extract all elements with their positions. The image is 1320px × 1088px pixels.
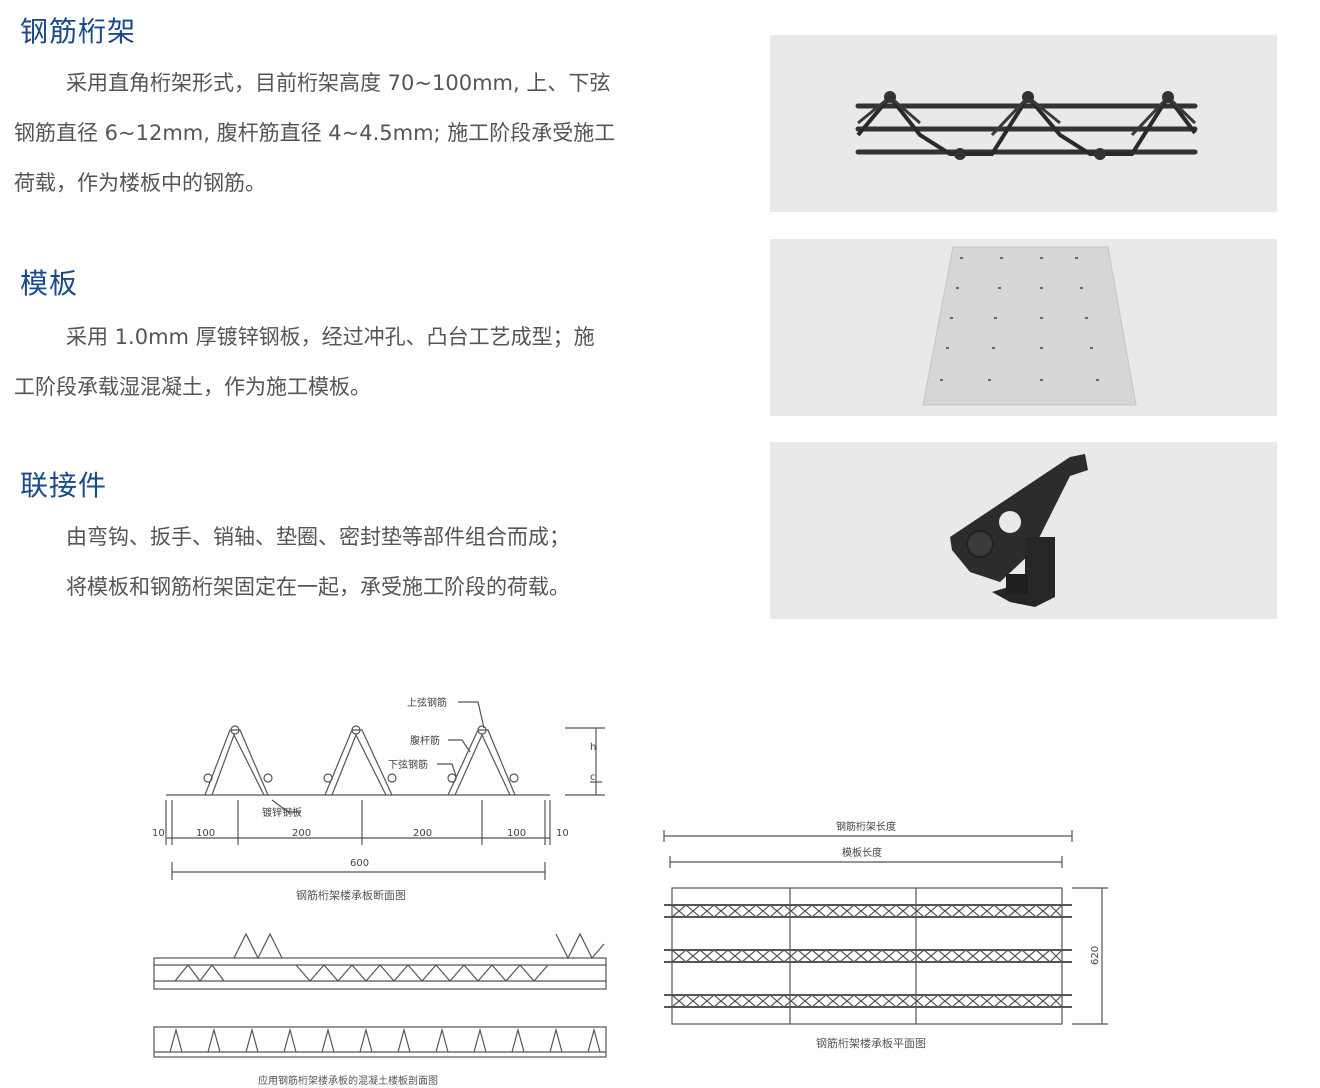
section-title-connector: 联接件 <box>20 469 108 502</box>
section-title-truss: 钢筋桁架 <box>20 15 137 48</box>
drawing-plan-view: 钢筋桁架长度 模板长度 620 钢筋桁架楼承板平面图 <box>663 820 1108 1050</box>
text-line: 钢筋直径 6~12mm, 腹杆筋直径 4~4.5mm; 施工阶段承受施工 <box>14 121 616 145</box>
caption-plan-view: 钢筋桁架楼承板平面图 <box>816 1036 926 1050</box>
text-line: 工阶段承载湿混凝土，作为施工模板。 <box>14 375 371 399</box>
label-form-length: 模板长度 <box>842 846 882 859</box>
dim-label: 10 <box>556 828 569 839</box>
dim-label: 100 <box>196 828 215 839</box>
dim-label: 200 <box>413 828 432 839</box>
text-line: 将模板和钢筋桁架固定在一起，承受施工阶段的荷载。 <box>66 575 570 599</box>
drawing-truss-cross-section: 上弦钢筋 腹杆筋 下弦钢筋 镀锌钢板 h c 10 100 200 200 10… <box>152 696 605 902</box>
label-top-chord: 上弦钢筋 <box>407 696 447 709</box>
section-text-truss: 采用直角桁架形式，目前桁架高度 70~100mm, 上、下弦 钢筋直径 6~12… <box>14 58 684 208</box>
section-text-formwork: 采用 1.0mm 厚镀锌钢板，经过冲孔、凸台工艺成型；施 工阶段承载湿混凝土，作… <box>14 312 684 412</box>
caption-concrete-section: 应用钢筋桁架楼承板的混凝土楼板剖面图 <box>258 1074 438 1087</box>
label-bottom-chord: 下弦钢筋 <box>388 758 428 771</box>
label-width: 620 <box>1090 946 1101 965</box>
label-truss-length: 钢筋桁架长度 <box>836 820 896 833</box>
text-line: 荷载，作为楼板中的钢筋。 <box>14 171 266 195</box>
caption-cross-section: 钢筋桁架楼承板断面图 <box>296 888 406 902</box>
label-web-bar: 腹杆筋 <box>410 734 440 747</box>
text-line: 采用 1.0mm 厚镀锌钢板，经过冲孔、凸台工艺成型；施 <box>66 325 595 349</box>
label-h: h <box>590 742 596 753</box>
label-galv-plate: 镀锌钢板 <box>262 806 302 819</box>
photo-connector <box>770 442 1277 619</box>
section-text-connector: 由弯钩、扳手、销轴、垫圈、密封垫等部件组合而成； 将模板和钢筋桁架固定在一起，承… <box>14 512 684 612</box>
text-line: 由弯钩、扳手、销轴、垫圈、密封垫等部件组合而成； <box>66 525 570 549</box>
dim-total: 600 <box>350 858 369 869</box>
label-c: c <box>590 772 596 783</box>
drawing-concrete-slab-section: 应用钢筋桁架楼承板的混凝土楼板剖面图 <box>153 932 607 1087</box>
dim-label: 200 <box>292 828 311 839</box>
section-title-formwork: 模板 <box>20 267 79 300</box>
dim-label: 10 <box>152 828 165 839</box>
dim-label: 100 <box>507 828 526 839</box>
photo-galvanized-plate <box>770 239 1277 416</box>
photo-steel-truss <box>770 35 1277 212</box>
text-line: 采用直角桁架形式，目前桁架高度 70~100mm, 上、下弦 <box>66 71 611 95</box>
